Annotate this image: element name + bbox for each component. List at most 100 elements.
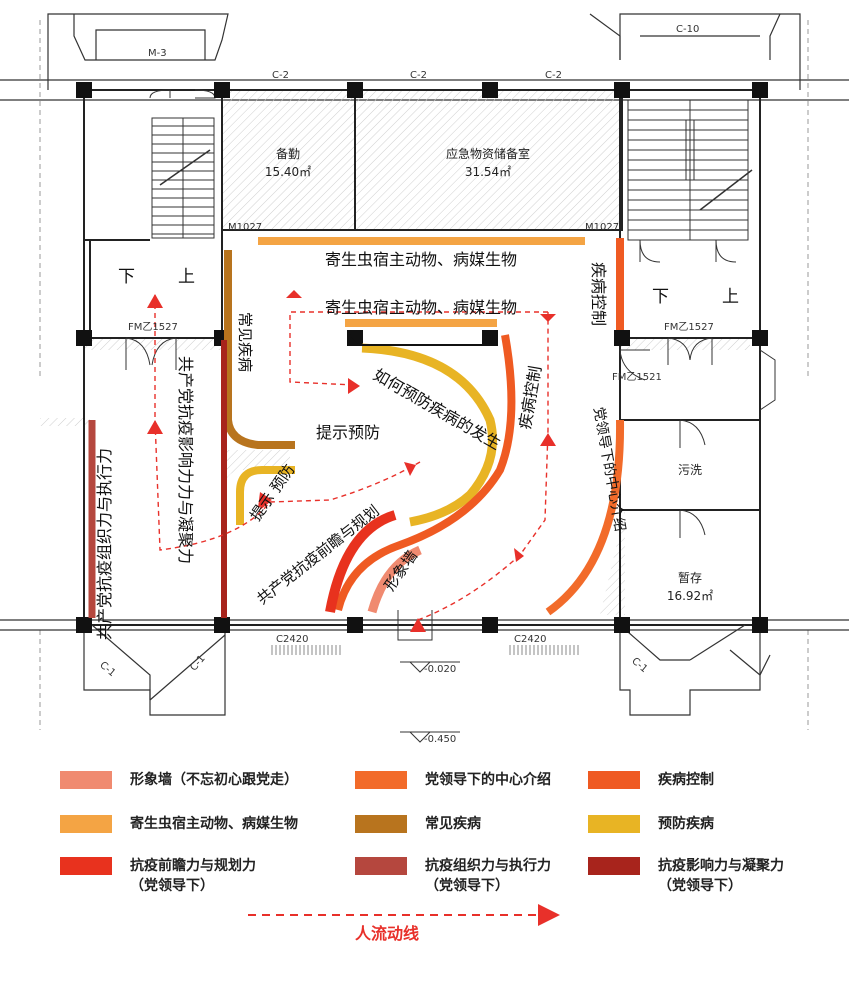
label-disease-center: 疾病控制 [515,364,545,430]
room-storage-area: 31.54㎡ [465,165,511,179]
column [614,82,630,98]
level-minus-0020: -0.020 [424,664,456,675]
legend-item-prevention: 预防疾病 [588,814,714,834]
label-prompt-center: 提示预防 [316,423,380,442]
legend-swatch [588,771,640,789]
hatched-zones [40,90,750,615]
column [752,82,768,98]
room-beiqin-name: 备勤 [276,147,300,161]
door-swings [125,239,776,641]
wall-foresight-curve [325,510,397,613]
level-minus-0450: -0.450 [424,734,456,745]
room-labels: 备勤 15.40㎡ 应急物资储备室 31.54㎡ 污洗 暂存 16.92㎡ [265,146,713,603]
legend-item-cohesion: 抗疫影响力与凝聚力 （党领导下） [588,856,784,896]
wall-image [367,545,422,614]
legend-item-image-wall: 形象墙（不忘初心跟党走） [60,770,298,790]
legend-label: 预防疾病 [658,816,714,832]
legend-label: 疾病控制 [658,772,714,788]
legend-item-disease-control: 疾病控制 [588,770,714,790]
column [76,330,92,346]
flow-legend-arrow [248,904,560,926]
column [214,617,230,633]
wall-common-disease [224,250,295,449]
code-fm1527b: FM乙1527 [664,321,714,333]
column [76,617,92,633]
room-storage-name: 应急物资储备室 [446,146,530,161]
stair-left [149,89,216,239]
column [347,330,363,346]
room-temp-name: 暂存 [678,571,702,585]
code-m1027a: M1027 [228,222,262,233]
legend-swatch [355,857,407,875]
wall-prevention-small [236,466,295,525]
label-parasite-top: 寄生虫宿主动物、病媒生物 [325,250,517,269]
column [614,330,630,346]
walls [83,89,761,626]
code-c2420b: C2420 [514,634,546,645]
label-common-disease: 常见疾病 [236,312,254,372]
legend-label: 抗疫影响力与凝聚力 （党领导下） [658,858,784,894]
code-fm1521: FM乙1521 [612,371,662,383]
column [214,82,230,98]
code-c1b: C-1 [188,653,207,673]
stair-left-up: 上 [178,267,195,287]
legend-label: 抗疫组织力与执行力 （党领导下） [425,858,551,894]
code-c1a: C-1 [97,660,117,679]
label-organization: 共产党抗疫组织力与执行力 [95,448,114,640]
column [482,330,498,346]
flow-arrows [147,290,556,632]
legend-label: 寄生虫宿主动物、病媒生物 [130,816,298,832]
label-parasite-mid: 寄生虫宿主动物、病媒生物 [325,298,517,317]
code-c2a: C-2 [272,70,289,81]
label-disease-right: 疾病控制 [589,262,608,326]
code-c1c: C-1 [629,656,649,675]
columns [76,82,768,633]
code-m1027b: M1027 [585,222,619,233]
legend-swatch [60,857,112,875]
curved-wall-black [349,334,493,346]
code-c2b: C-2 [410,70,427,81]
legend-swatch [60,815,112,833]
bottom-bays [83,624,771,716]
outer-dashed-lines [39,20,809,730]
column [614,617,630,633]
column [752,330,768,346]
legend-swatch [588,857,640,875]
legend-item-foresight: 抗疫前瞻力与规划力 （党领导下） [60,856,256,896]
column [482,82,498,98]
wall-center-intro [545,419,625,616]
code-m3: M-3 [148,48,167,59]
flow-lines [154,295,549,621]
wall-disease-center [334,334,516,612]
legend-label: 党领导下的中心介绍 [425,772,551,788]
code-fm1527a: FM乙1527 [128,321,178,333]
flow-legend-label: 人流动线 [355,924,420,943]
stair-left-down: 下 [118,267,135,287]
legend-swatch [60,771,112,789]
stair-right-up: 上 [722,287,739,307]
legend-label: 抗疫前瞻力与规划力 （党领导下） [130,858,256,894]
legend-swatch [355,771,407,789]
level-markers [400,661,460,743]
column [347,82,363,98]
room-beiqin-area: 15.40㎡ [265,165,311,179]
stair-labels: 下 上 下 上 [118,267,739,307]
room-wash-name: 污洗 [678,463,702,477]
window-ticks [271,645,579,655]
legend-label: 常见疾病 [425,816,481,832]
code-c2420a: C2420 [276,634,308,645]
legend: 形象墙（不忘初心跟党走） 党领导下的中心介绍 疾病控制 寄生虫宿主动物、病媒生物… [0,760,849,1000]
legend-item-parasite: 寄生虫宿主动物、病媒生物 [60,814,298,834]
legend-label: 形象墙（不忘初心跟党走） [130,772,298,788]
legend-item-common-disease: 常见疾病 [355,814,481,834]
legend-swatch [355,815,407,833]
stair-right [627,99,753,241]
stair-right-down: 下 [652,287,669,307]
code-c10: C-10 [676,24,699,35]
column [347,617,363,633]
code-c2c: C-2 [545,70,562,81]
legend-item-organization: 抗疫组织力与执行力 （党领导下） [355,856,551,896]
column [752,617,768,633]
legend-item-center-intro: 党领导下的中心介绍 [355,770,551,790]
